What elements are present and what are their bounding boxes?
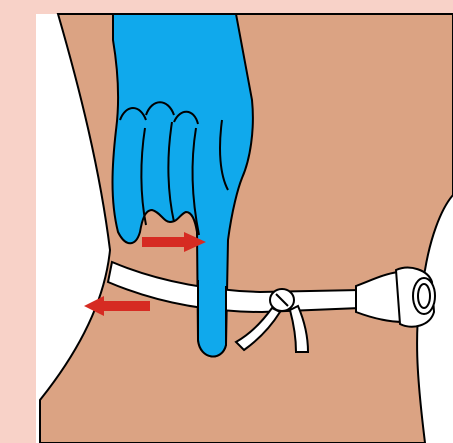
fingertip (198, 280, 226, 356)
